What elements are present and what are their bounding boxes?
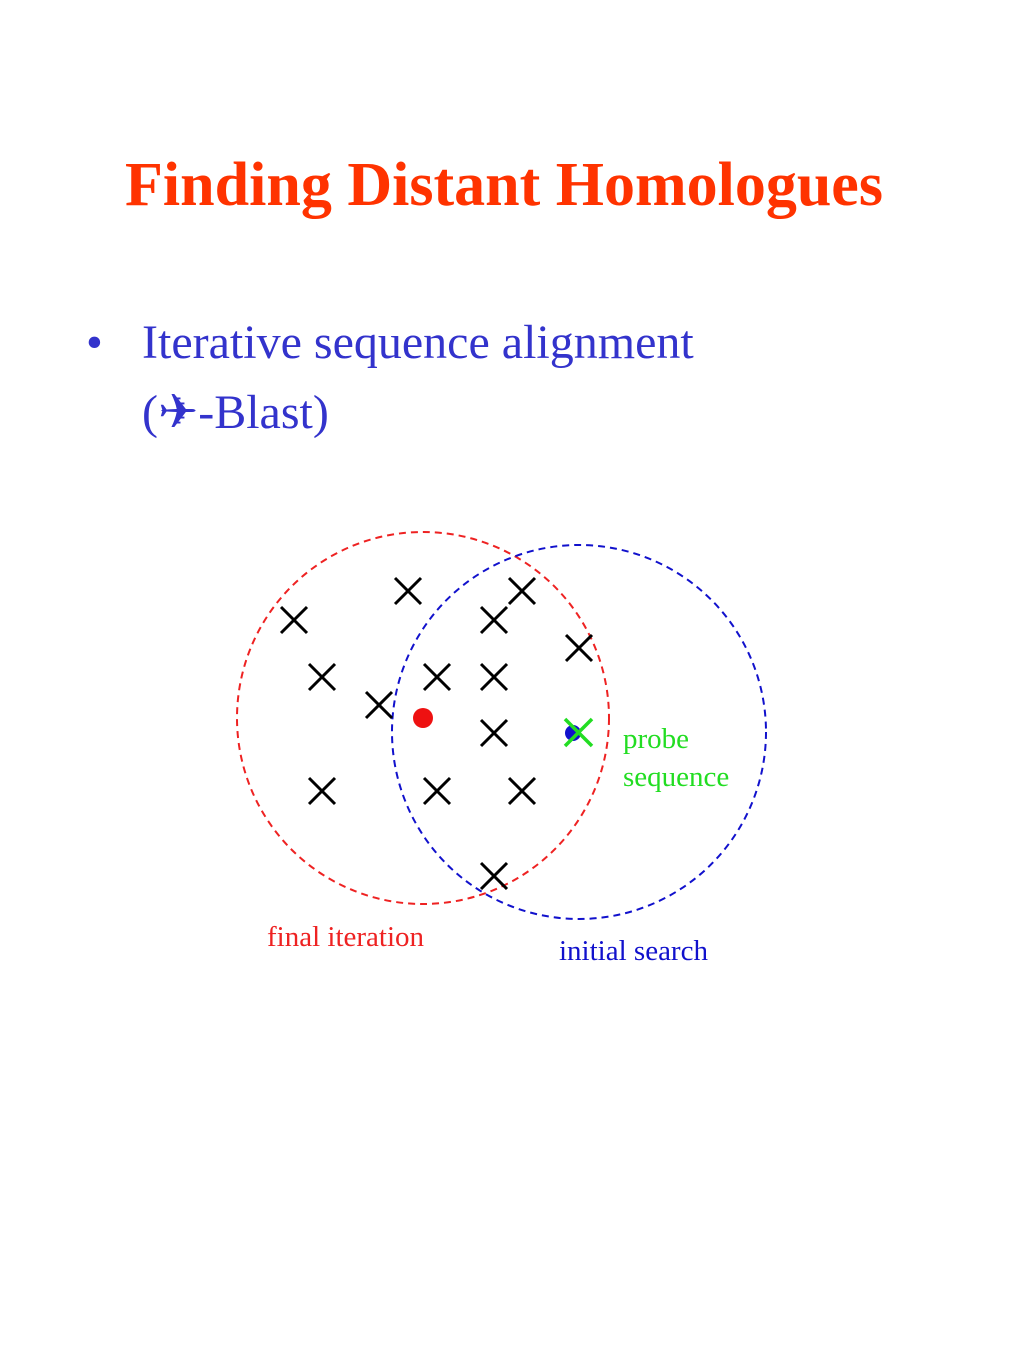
sequence-cross-icon (479, 861, 509, 891)
probe-label-line-1: probe (623, 723, 689, 755)
bullet-list: • Iterative sequence alignment (✈-Blast) (86, 308, 946, 448)
probe-cross-icon (563, 717, 594, 748)
sequence-cross-icon (307, 662, 337, 692)
sequence-cross-icon (479, 662, 509, 692)
sequence-markers (279, 576, 594, 891)
bullet-line-2-prefix: ( (142, 386, 158, 439)
final-iteration-label: final iteration (267, 921, 425, 953)
probe-sequence-marker (563, 717, 594, 748)
sequence-cross-icon (364, 690, 394, 720)
bullet-line-2-suffix: -Blast) (198, 386, 329, 439)
bullet-marker: • (86, 316, 103, 369)
sequence-cross-icon (479, 718, 509, 748)
sequence-cross-icon (479, 605, 509, 635)
sequence-cross-icon (564, 633, 594, 663)
sequence-cross-icon (507, 776, 537, 806)
sequence-cross-icon (507, 576, 537, 606)
probe-label-line-2: sequence (623, 761, 729, 793)
slide-title: Finding Distant Homologues (125, 150, 883, 219)
final-iteration-circle (236, 531, 610, 905)
sequence-cross-icon (393, 576, 423, 606)
sequence-cross-icon (307, 776, 337, 806)
sequence-cross-icon (422, 776, 452, 806)
sequence-cross-icon (279, 605, 309, 635)
centroid-dot (413, 708, 433, 728)
sequence-cross-icon (422, 662, 452, 692)
bullet-item: • Iterative sequence alignment (✈-Blast) (86, 308, 946, 448)
initial-search-label: initial search (559, 935, 708, 967)
bullet-line-1: Iterative sequence alignment (142, 316, 694, 369)
bullet-line-2: (✈-Blast) (142, 378, 946, 448)
initial-search-circle (391, 544, 767, 920)
airplane-icon: ✈ (157, 386, 199, 439)
